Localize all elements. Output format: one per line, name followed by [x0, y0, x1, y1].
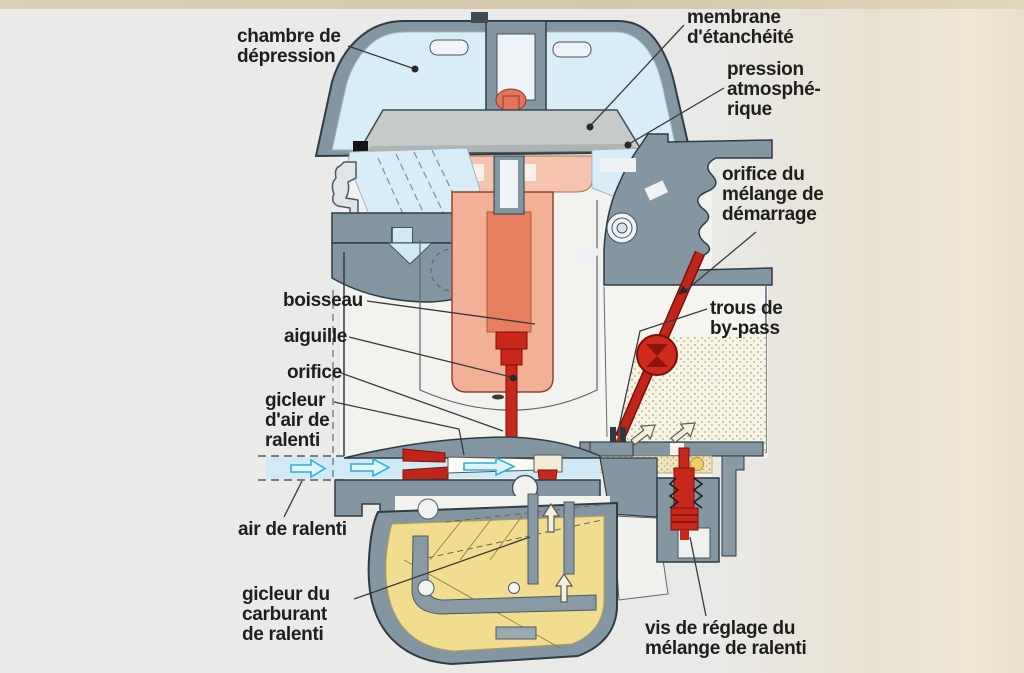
fuel-arrow	[554, 572, 574, 603]
pickup-tube	[563, 501, 575, 575]
needle-aiguille	[495, 331, 528, 442]
label-air-de-ralenti: air de ralenti	[238, 519, 347, 540]
label-boisseau: boisseau	[283, 290, 363, 311]
label-pression-atmospherique: pression atmosphé- rique	[727, 59, 821, 120]
airflow-arrow	[463, 456, 516, 477]
fuel-arrow	[541, 502, 561, 533]
leader-dots	[411, 65, 688, 382]
mixture-arrow	[670, 422, 696, 444]
idle-mixture-screw	[656, 447, 745, 563]
spring	[668, 477, 680, 509]
label-orifice-melange-demarrage: orifice du mélange de démarrage	[722, 164, 824, 225]
float-bowl	[367, 493, 618, 666]
fuel	[385, 515, 605, 652]
leader-arrowhead	[678, 285, 688, 295]
spring	[692, 477, 704, 509]
bypass-hole	[620, 427, 626, 443]
vent-slot	[429, 39, 469, 56]
airflow-arrow	[290, 458, 327, 479]
label-gicleur-carburant-ralenti: gicleur du carburant de ralenti	[242, 584, 330, 645]
suction-bell	[419, 200, 598, 411]
label-chambre-de-depression: chambre de dépression	[237, 26, 341, 67]
body-right-casting	[574, 133, 773, 286]
airflow-arrows	[290, 456, 516, 479]
starter-mixture-tube	[611, 250, 706, 451]
piston-boisseau	[451, 155, 554, 400]
airflow-arrow	[350, 457, 391, 478]
mixture-arrow	[630, 424, 656, 446]
idle-air-jet	[402, 448, 446, 463]
page-top-strip	[0, 0, 1024, 9]
label-gicleur-air-ralenti: gicleur d'air de ralenti	[265, 390, 330, 451]
bypass-hole	[610, 427, 616, 443]
label-vis-de-reglage: vis de réglage du mélange de ralenti	[645, 618, 807, 659]
vent-slot	[552, 41, 592, 58]
mixture-arrows	[630, 422, 696, 446]
label-membrane-etancheite: membrane d'étanchéité	[687, 7, 794, 48]
label-aiguille: aiguille	[284, 326, 348, 347]
pickup-tube	[527, 493, 539, 585]
cable-bracket	[331, 161, 359, 218]
leader-lines	[283, 24, 757, 617]
label-orifice: orifice	[287, 362, 342, 383]
label-trous-by-pass: trous de by-pass	[710, 298, 783, 339]
